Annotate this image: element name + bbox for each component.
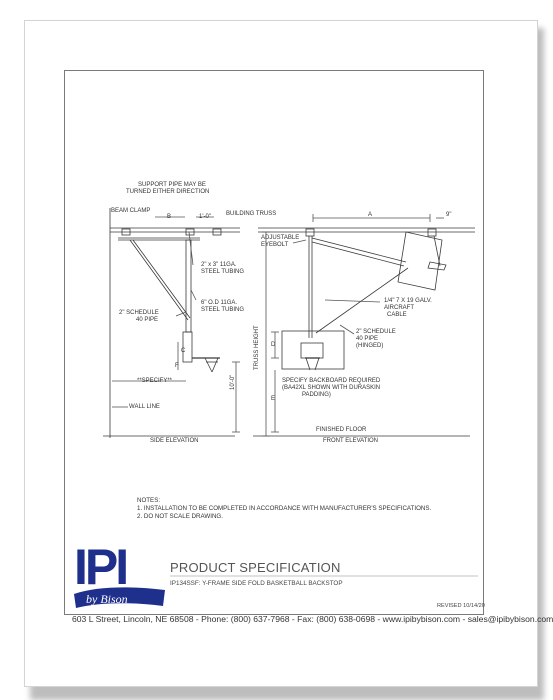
dim-e: E <box>271 396 276 402</box>
steel-tubing-label-1: 2" x 3" 11GA. <box>201 262 237 268</box>
cable-label-2: AIRCRAFT <box>384 305 414 311</box>
dim-d: D <box>271 342 276 348</box>
beam-clamp-shape <box>121 228 131 236</box>
hinged-pipe-label-2: 40 PIPE <box>356 336 379 342</box>
hinged-pipe-label-3: (HINGED) <box>356 343 384 349</box>
dim-c: C <box>181 348 186 354</box>
svg-text:IPI: IPI <box>74 539 126 595</box>
product-spec-title: PRODUCT SPECIFICATION <box>170 560 341 575</box>
folded-backboard <box>397 231 443 291</box>
hinged-pipe-label-1: 2" SCHEDULE <box>356 329 396 335</box>
cable-label-3: CABLE <box>387 312 407 318</box>
finished-floor-label: FINISHED FLOOR <box>316 427 367 433</box>
eyebolt-label-1: ADJUSTABLE <box>261 235 300 241</box>
front-backboard <box>281 330 345 370</box>
cable-label-1: 1/4" 7 X 19 GALV. <box>384 298 432 304</box>
schedule-40-label-2: 40 PIPE <box>136 317 159 323</box>
svg-text:by Bison: by Bison <box>86 592 128 606</box>
dim-a: A <box>368 212 373 218</box>
support-pipe-note-1: SUPPORT PIPE MAY BE <box>138 182 206 188</box>
backboard-label-3: PADDING) <box>302 392 331 398</box>
dim-nine-inch: 9" <box>446 212 452 218</box>
contact-footer: 603 L Street, Lincoln, NE 68508 - Phone:… <box>72 614 553 624</box>
backboard-label-2: (BA42XL SHOWN WITH DURASKIN <box>282 385 381 391</box>
note-item-1: 1. INSTALLATION TO BE COMPLETED IN ACCOR… <box>137 505 432 512</box>
support-pipe-note-2: TURNED EITHER DIRECTION <box>126 189 210 195</box>
hinged-pipe <box>311 237 407 263</box>
side-elevation-title: SIDE ELEVATION <box>150 438 199 444</box>
dim-one-foot: 1'-0" <box>199 214 211 220</box>
od-tubing-label-2: STEEL TUBING <box>201 307 245 313</box>
ipi-logo: IPI by Bison <box>72 538 167 615</box>
dim-b: B <box>167 214 172 220</box>
front-elevation-title: FRONT ELEVATION <box>323 438 379 444</box>
backboard-label-1: SPECIFY BACKBOARD REQUIRED <box>282 378 381 384</box>
beam-clamp-label: BEAM CLAMP <box>111 208 151 214</box>
schedule-40-label-1: 2" SCHEDULE <box>119 310 159 316</box>
eyebolt-label-2: EYEBOLT <box>261 242 289 248</box>
building-truss-label: BUILDING TRUSS <box>226 211 277 217</box>
specify-dim: **SPECIFY** <box>137 378 173 384</box>
aircraft-cable <box>315 267 409 334</box>
dim-f: F <box>175 363 179 369</box>
diagonal-support-pipe <box>129 239 189 321</box>
drawing-border <box>64 70 484 615</box>
revised-date: REVISED 10/14/20 <box>437 603 485 609</box>
product-spec-subtitle: IP134SSF: Y-FRAME SIDE FOLD BASKETBALL B… <box>170 580 343 587</box>
wall-line-label: WALL LINE <box>129 404 160 410</box>
notes-heading: NOTES: <box>137 497 161 504</box>
steel-tubing-label-2: STEEL TUBING <box>201 269 245 275</box>
od-tubing-label-1: 6" O.D 11GA. <box>201 300 238 306</box>
note-item-2: 2. DO NOT SCALE DRAWING. <box>137 513 223 520</box>
